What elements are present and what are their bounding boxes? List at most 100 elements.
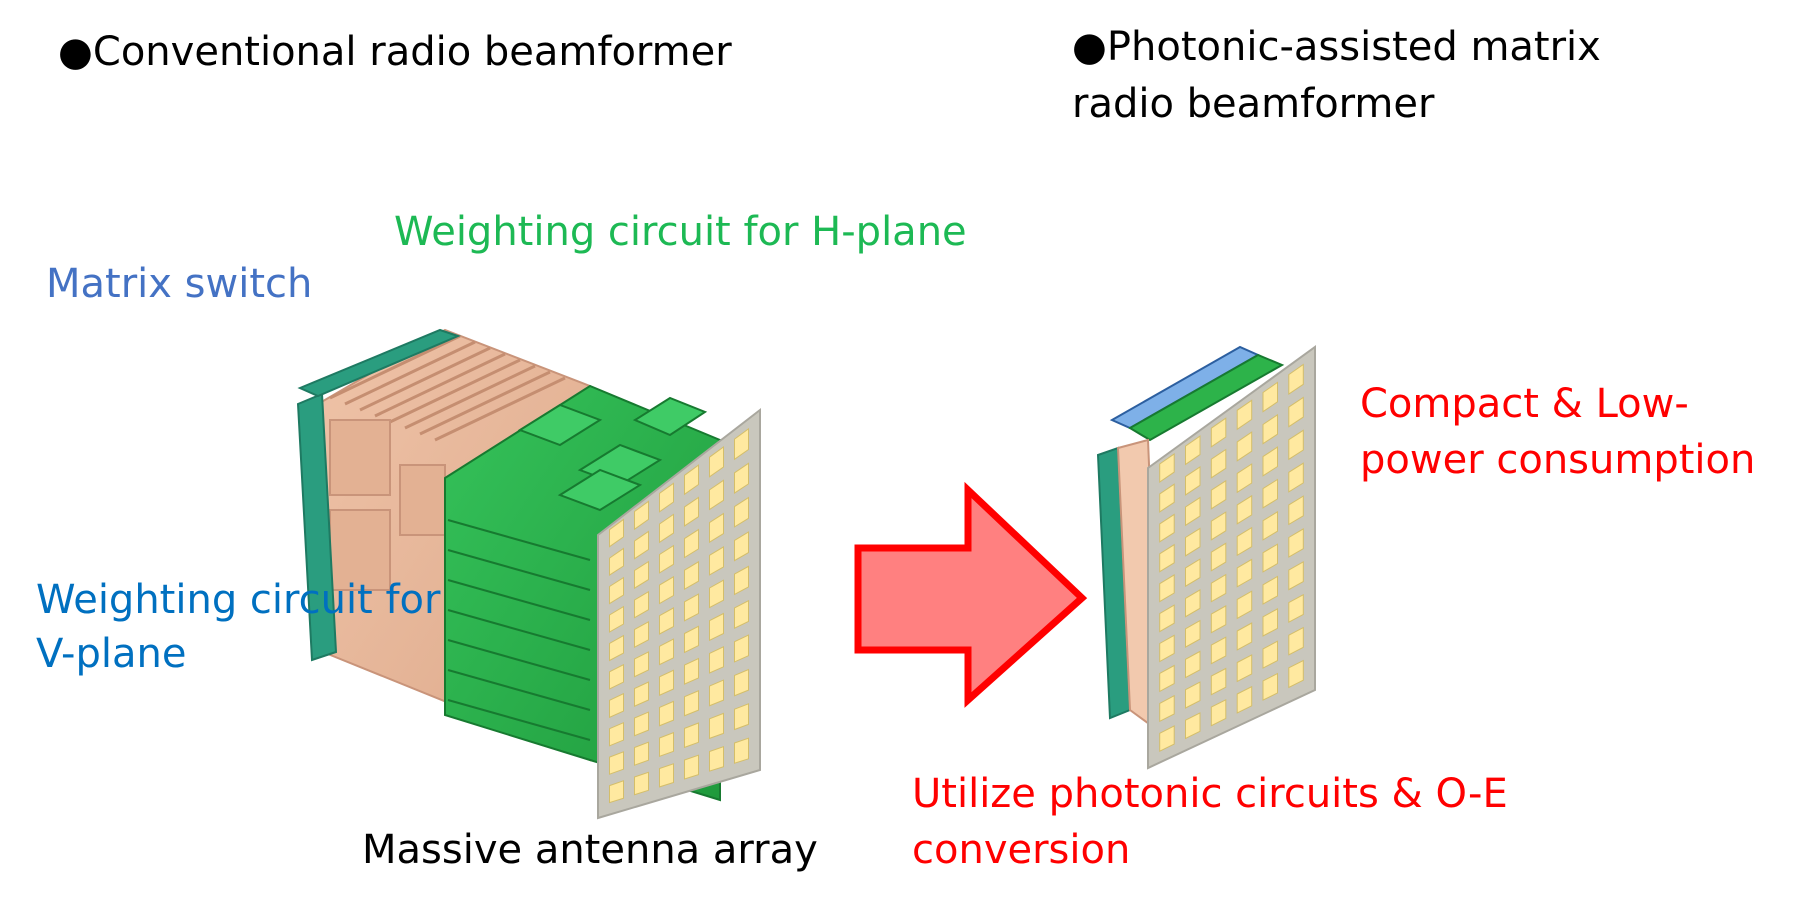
antenna-element: [684, 593, 699, 622]
antenna-element: [1236, 431, 1253, 462]
antenna-element: [1288, 560, 1304, 591]
antenna-element: [609, 751, 624, 775]
antenna-element: [1159, 725, 1175, 753]
antenna-element: [709, 712, 724, 740]
green-board-layers: [447, 519, 591, 741]
antenna-element: [1210, 667, 1227, 696]
antenna-element: [609, 721, 624, 747]
antenna-element: [1185, 527, 1201, 557]
antenna-element: [1262, 478, 1278, 509]
antenna-element: [634, 741, 649, 766]
antenna-element: [1288, 528, 1304, 558]
antenna-element: [1210, 636, 1227, 665]
heading-photonic-line1: ●Photonic-assisted matrix: [1072, 24, 1601, 70]
antenna-element: [734, 462, 749, 495]
antenna-element: [1210, 417, 1227, 448]
antenna-element: [709, 479, 724, 511]
antenna-element: [1236, 685, 1253, 714]
antenna-element: [1185, 650, 1201, 679]
antenna-element: [634, 500, 649, 531]
antenna-element: [609, 692, 624, 719]
antenna-element: [1262, 510, 1278, 541]
antenna-element: [659, 482, 674, 513]
antenna-element: [634, 771, 649, 796]
antenna-element: [659, 607, 674, 635]
antenna-element: [1210, 573, 1227, 603]
green-top-strip: [1128, 353, 1285, 442]
label-v-plane-line1: Weighting circuit for: [36, 577, 441, 623]
antenna-element: [1262, 543, 1278, 573]
antenna-element: [734, 668, 749, 697]
green-circuit-blocks: [517, 396, 708, 512]
antenna-element: [1159, 453, 1175, 483]
transition-arrow: [854, 481, 1088, 708]
antenna-element: [1185, 558, 1201, 588]
copper-circuit-blocks: [329, 419, 446, 591]
antenna-element: [1210, 542, 1227, 572]
label-utilize-line2: conversion: [912, 827, 1131, 873]
antenna-element: [1288, 659, 1304, 689]
antenna-element: [1262, 608, 1278, 637]
antenna-element: [684, 528, 699, 559]
antenna-element: [609, 605, 624, 633]
antenna-element: [634, 620, 649, 649]
antenna-element: [634, 651, 649, 678]
antenna-element: [1159, 664, 1175, 693]
antenna-element: [1185, 712, 1201, 740]
label-compact-line1: Compact & Low-: [1360, 381, 1689, 427]
antenna-element: [1288, 363, 1304, 396]
antenna-element: [609, 780, 624, 804]
antenna-element: [609, 634, 624, 662]
antenna-element: [1236, 558, 1253, 588]
antenna-element: [1288, 396, 1304, 428]
antenna-element: [734, 496, 749, 528]
antenna-element: [709, 746, 724, 772]
antenna-element: [1288, 462, 1304, 493]
antenna-element: [1210, 479, 1227, 510]
teal-side-plate: [296, 392, 338, 662]
heading-conventional: ●Conventional radio beamformer: [58, 29, 732, 75]
antenna-element: [709, 679, 724, 707]
label-h-plane: Weighting circuit for H-plane: [394, 209, 967, 255]
antenna-element: [634, 590, 649, 619]
antenna-element: [1185, 465, 1201, 496]
copper-board-ridges: [329, 334, 566, 442]
antenna-element: [1185, 435, 1201, 466]
antenna-element: [1159, 634, 1175, 663]
antenna-element: [1288, 626, 1304, 656]
antenna-element: [734, 634, 749, 663]
antenna-element: [1236, 463, 1253, 494]
antenna-element: [1185, 681, 1201, 709]
label-antenna-array: Massive antenna array: [362, 827, 818, 873]
photonic-beamformer-assembly: [1096, 345, 1316, 770]
antenna-element: [1159, 543, 1175, 573]
antenna-element: [709, 646, 724, 674]
antenna-element: [709, 612, 724, 642]
label-v-plane-line2: V-plane: [36, 631, 187, 677]
antenna-element: [734, 565, 749, 596]
label-matrix-switch: Matrix switch: [46, 261, 313, 307]
antenna-element: [1159, 513, 1175, 543]
antenna-element: [684, 464, 699, 496]
antenna-element: [1262, 672, 1278, 701]
antenna-element: [684, 560, 699, 591]
antenna-element: [1262, 575, 1278, 605]
antenna-element: [634, 711, 649, 737]
antenna-element: [634, 560, 649, 590]
antenna-element: [659, 763, 674, 788]
antenna-element: [1210, 605, 1227, 634]
heading-photonic-line2: radio beamformer: [1072, 81, 1435, 127]
antenna-element: [709, 512, 724, 544]
antenna-element: [684, 722, 699, 749]
label-utilize-line1: Utilize photonic circuits & O-E: [912, 771, 1508, 817]
antenna-element: [659, 669, 674, 696]
antenna-element: [1185, 619, 1201, 648]
antenna-element: [1159, 604, 1175, 633]
antenna-element: [659, 544, 674, 574]
antenna-element: [1185, 496, 1201, 527]
compact-antenna-array-panel: [1147, 345, 1316, 770]
antenna-elements: [609, 427, 749, 804]
antenna-element: [1236, 526, 1253, 557]
antenna-element: [684, 754, 699, 780]
